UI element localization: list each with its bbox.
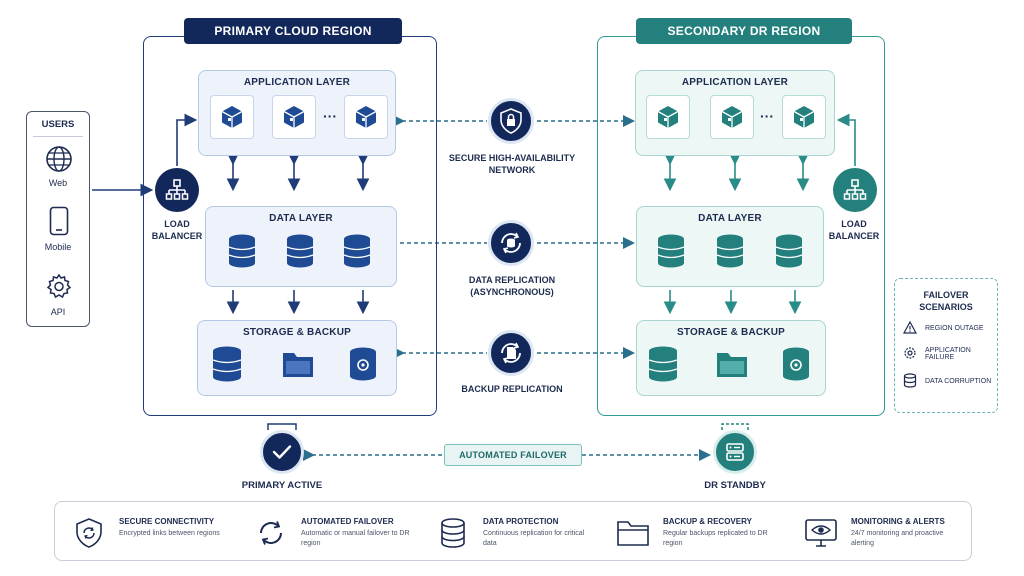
server-icon[interactable]: [713, 430, 757, 474]
data-replication-label: DATA REPLICATION (ASYNCHRONOUS): [450, 274, 574, 298]
layer-title: STORAGE & BACKUP: [242, 327, 352, 338]
divider: [33, 136, 83, 137]
load-balancer-icon[interactable]: [155, 168, 199, 212]
feature-desc: 24/7 monitoring and proactive alerting: [851, 530, 944, 547]
layer-title: APPLICATION LAYER: [243, 77, 351, 88]
layer-title: DATA LAYER: [269, 213, 333, 224]
folder-icon: [282, 350, 314, 383]
features-footer: SECURE CONNECTIVITY Encrypted links betw…: [54, 501, 972, 561]
ellipsis: ···: [323, 108, 337, 124]
feature-desc: Automatic or manual failover to DR regio…: [301, 530, 410, 547]
failover-item-label: DATA CORRUPTION: [925, 377, 992, 385]
backup-database-icon: [348, 347, 378, 386]
failover-item-label: APPLICATION FAILURE: [925, 347, 971, 361]
feature-title: BACKUP & RECOVERY: [663, 517, 752, 526]
app-instance-icon[interactable]: [710, 95, 754, 139]
database-icon: [716, 234, 744, 273]
feature-title: MONITORING & ALERTS: [851, 517, 945, 526]
automated-failover-badge[interactable]: AUTOMATED FAILOVER: [444, 444, 582, 466]
load-balancer-icon[interactable]: [833, 168, 877, 212]
layer-title: STORAGE & BACKUP: [676, 327, 786, 338]
failover-scenarios-title: FAILOVER SCENARIOS: [895, 289, 997, 313]
database-icon: [343, 234, 371, 273]
database-icon: [228, 234, 256, 273]
database-icon: [657, 234, 685, 273]
user-label-api: API: [50, 307, 66, 317]
user-label-web: Web: [48, 178, 68, 188]
app-instance-icon[interactable]: [272, 95, 316, 139]
database-icon: [212, 346, 242, 387]
feature-title: SECURE CONNECTIVITY: [119, 517, 215, 526]
smartphone-icon[interactable]: [49, 206, 69, 241]
warning-icon: [902, 320, 918, 336]
backup-database-icon: [781, 347, 811, 386]
failover-item-label: REGION OUTAGE: [925, 324, 984, 332]
check-icon[interactable]: [260, 430, 304, 474]
layer-title: DATA LAYER: [698, 213, 762, 224]
load-balancer-label: LOAD BALANCER: [145, 218, 209, 242]
monitor-eye-icon: [803, 516, 839, 550]
database-icon: [648, 346, 678, 387]
globe-icon[interactable]: [45, 145, 73, 178]
lb-label-line1: LOAD: [164, 219, 190, 229]
database-icon: [286, 234, 314, 273]
app-instance-icon[interactable]: [646, 95, 690, 139]
dr-region-title: SECONDARY DR REGION: [636, 18, 852, 44]
layer-title: APPLICATION LAYER: [681, 77, 789, 88]
failover-item-application-failure: APPLICATION FAILURE: [903, 346, 993, 362]
database-icon: [903, 372, 917, 390]
user-label-mobile: Mobile: [44, 242, 72, 252]
feature-title: AUTOMATED FAILOVER: [301, 517, 394, 526]
backup-replication-icon[interactable]: [488, 330, 534, 376]
folder-icon: [716, 350, 748, 383]
network-label: SECURE HIGH-AVAILABILITY NETWORK: [440, 152, 584, 176]
folder-icon: [615, 516, 651, 550]
dr-standby-label: DR STANDBY: [704, 480, 766, 491]
network-label-line1: SECURE HIGH-AVAILABILITY: [448, 153, 576, 163]
feature-desc: Continuous replication for critical data: [483, 530, 585, 547]
app-instance-icon[interactable]: [210, 95, 254, 139]
data-replication-line1: DATA REPLICATION: [468, 275, 556, 285]
feature-desc: Regular backups replicated to DR region: [663, 530, 768, 547]
fo-title-line2: SCENARIOS: [919, 302, 973, 312]
gear-icon: [903, 346, 917, 362]
database-icon: [435, 516, 471, 550]
feature-desc: Encrypted links between regions: [119, 530, 220, 537]
network-label-line2: NETWORK: [488, 165, 536, 175]
app-instance-icon[interactable]: [344, 95, 388, 139]
sync-icon: [253, 516, 289, 550]
failover-item-region-outage: REGION OUTAGE: [902, 320, 993, 336]
data-replication-line2: (ASYNCHRONOUS): [470, 287, 554, 297]
lb-label-line2: BALANCER: [151, 231, 203, 241]
gear-icon[interactable]: [45, 272, 73, 305]
primary-active-label: PRIMARY ACTIVE: [241, 480, 323, 491]
shield-sync-icon: [71, 516, 107, 550]
users-panel: USERS Web Mobile API: [26, 111, 90, 327]
data-replication-icon[interactable]: [488, 220, 534, 266]
users-title: USERS: [41, 119, 75, 130]
fo-title-line1: FAILOVER: [923, 290, 969, 300]
lb-label-line2: BALANCER: [828, 231, 880, 241]
database-icon: [775, 234, 803, 273]
failover-scenarios-panel: FAILOVER SCENARIOS REGION OUTAGE APPLICA…: [894, 278, 998, 413]
primary-region-title: PRIMARY CLOUD REGION: [184, 18, 402, 44]
app-instance-icon[interactable]: [782, 95, 826, 139]
lb-label-line1: LOAD: [841, 219, 867, 229]
failover-item-data-corruption: DATA CORRUPTION: [903, 372, 993, 390]
feature-title: DATA PROTECTION: [483, 517, 559, 526]
load-balancer-label: LOAD BALANCER: [822, 218, 886, 242]
backup-replication-label: BACKUP REPLICATION: [461, 384, 563, 394]
ellipsis: ···: [760, 108, 774, 124]
lock-shield-icon[interactable]: [488, 98, 534, 144]
